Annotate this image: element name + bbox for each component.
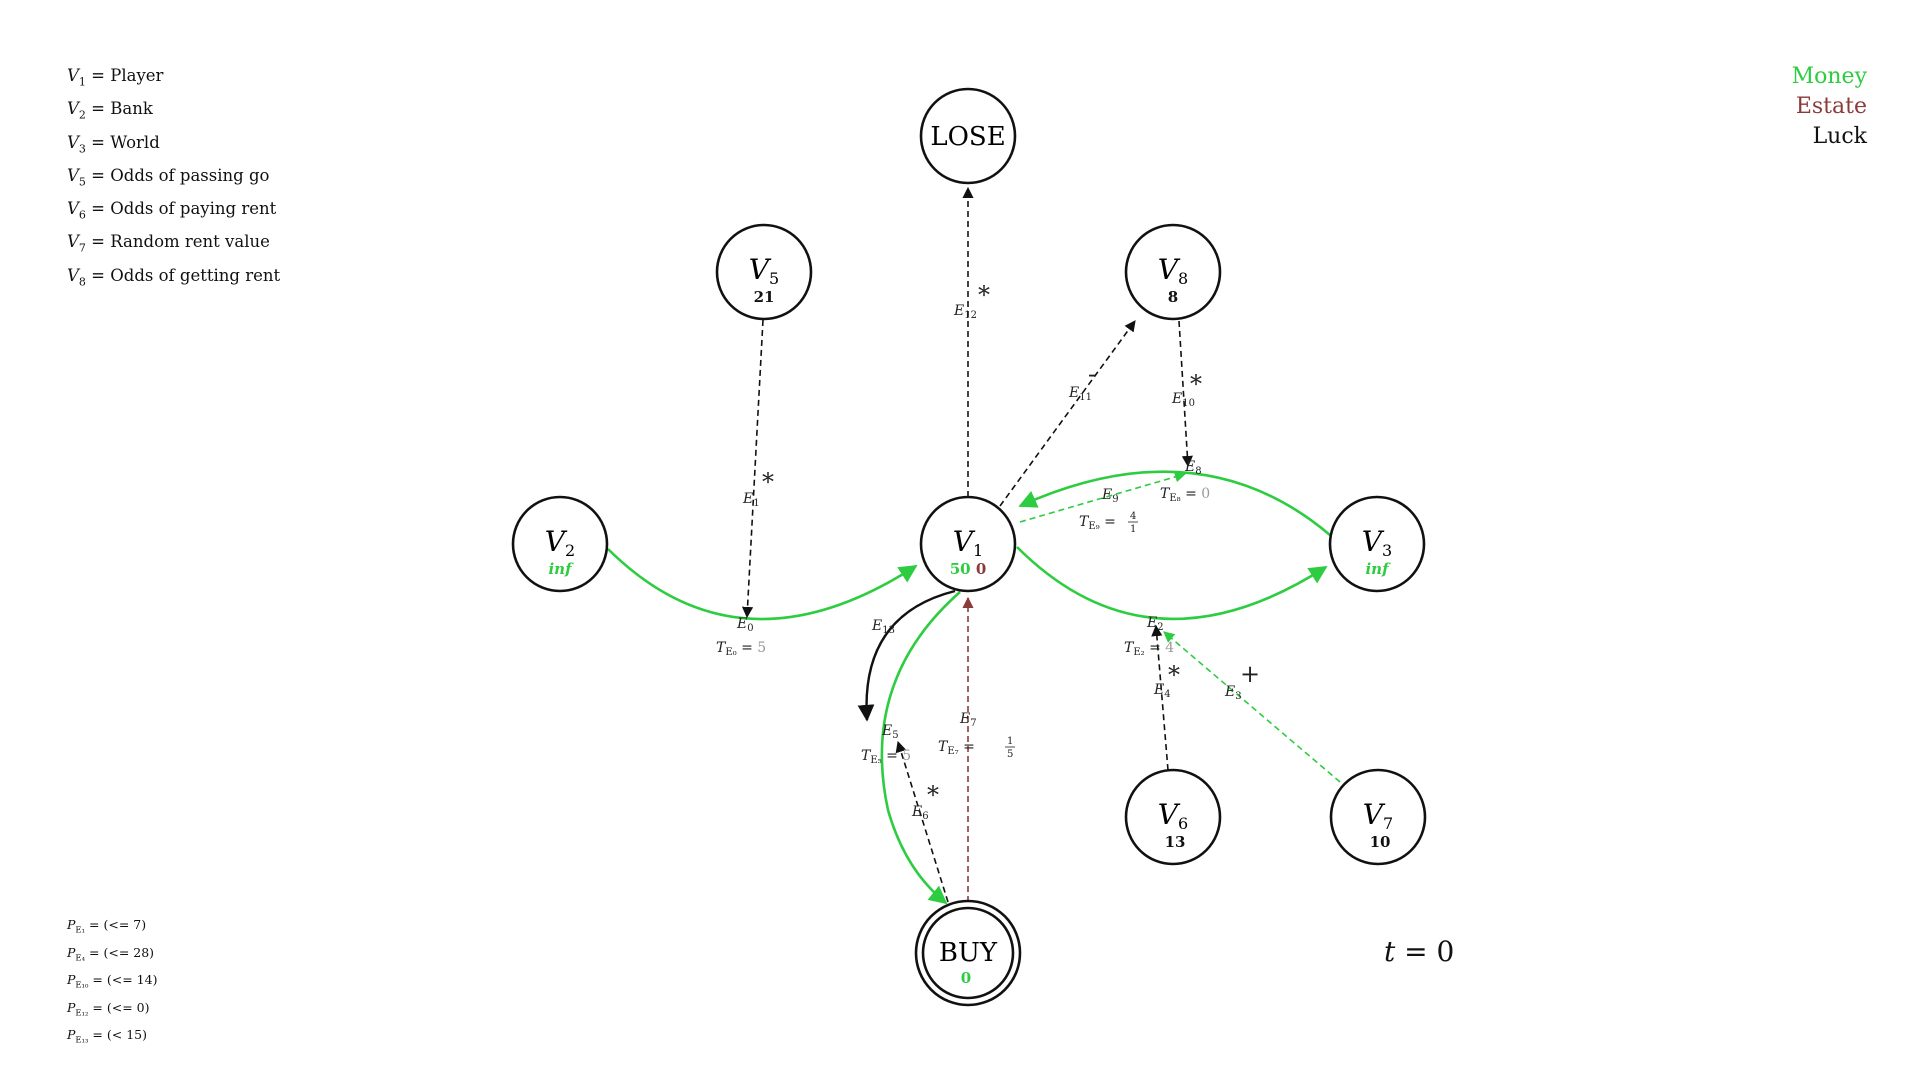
- probability-row: PE₁₂ = (<= 0): [67, 999, 150, 1019]
- timer-e0: TE₀ = 5: [716, 640, 766, 658]
- probability-row: PE₄ = (<= 28): [67, 944, 155, 964]
- edge-label-e12: E12: [953, 303, 977, 321]
- edge-e10[interactable]: [1178, 320, 1193, 468]
- node-v3[interactable]: V3 inf: [1328, 495, 1426, 593]
- timer-e7: TE₇ =: [938, 739, 975, 757]
- resource-estate: Estate: [1795, 94, 1867, 119]
- edge-e2[interactable]: [1016, 546, 1328, 621]
- node-v6-label: V6: [1158, 798, 1188, 833]
- edge-e8[interactable]: [1018, 470, 1331, 536]
- node-v2[interactable]: V2 inf: [511, 495, 609, 593]
- node-v6-value: 13: [1165, 833, 1186, 851]
- edge-label-e8: E8: [1184, 459, 1202, 477]
- edge-label-e0: E0: [736, 616, 754, 634]
- edge-e11[interactable]: [999, 320, 1136, 507]
- legend-row: V1 = Player: [67, 66, 164, 89]
- edge-label-e5: E5: [881, 723, 899, 741]
- probability-row: PE₁ = (<= 7): [67, 917, 147, 936]
- edge-label-e10: E10: [1171, 391, 1195, 409]
- node-lose-label: LOSE: [930, 122, 1005, 152]
- node-v8-label: V8: [1158, 253, 1188, 288]
- edge-e6[interactable]: [895, 740, 949, 903]
- legend-row: V5 = Odds of passing go: [67, 165, 270, 189]
- edge-label-e11: E11: [1068, 385, 1092, 403]
- resource-luck: Luck: [1812, 124, 1867, 149]
- node-buy[interactable]: BUY 0: [914, 899, 1022, 1007]
- variable-legend: V1 = Player V2 = Bank V3 = World V5 = Od…: [67, 62, 280, 295]
- mark-e1: *: [762, 468, 774, 496]
- edge-e4[interactable]: [1151, 624, 1169, 771]
- node-v7-value: 10: [1370, 833, 1391, 851]
- node-v5-value: 21: [754, 288, 775, 306]
- edge-label-e3: E3: [1224, 684, 1242, 702]
- timer-e8: TE₈ = 0: [1160, 486, 1210, 504]
- edge-label-e1: E1: [742, 491, 760, 509]
- edge-e3[interactable]: [1163, 631, 1341, 783]
- node-v1-label: V1: [953, 525, 983, 560]
- timer-e7-den: 5: [1007, 749, 1013, 760]
- edge-e9[interactable]: [1019, 471, 1187, 523]
- node-v8-value: 8: [1168, 288, 1178, 306]
- edge-e0[interactable]: [607, 548, 918, 621]
- node-lose[interactable]: LOSE: [919, 87, 1017, 185]
- edge-label-e4: E4: [1153, 682, 1171, 700]
- edge-e13[interactable]: [857, 589, 956, 722]
- legend-row: V2 = Bank: [67, 99, 153, 122]
- edge-e5[interactable]: [880, 591, 961, 905]
- node-v1-values: 50 0: [950, 560, 987, 578]
- legend-row: V6 = Odds of paying rent: [67, 199, 277, 222]
- edge-label-e9: E9: [1101, 487, 1119, 505]
- node-v8[interactable]: V8 8: [1124, 223, 1222, 321]
- edge-e1[interactable]: [741, 319, 764, 619]
- mark-e3: +: [1240, 660, 1260, 688]
- timer-e9-den: 1: [1130, 524, 1136, 535]
- mark-e12: *: [978, 281, 990, 309]
- edge-label-e13: E13: [871, 618, 895, 636]
- node-buy-label: BUY: [939, 938, 998, 968]
- mark-e10: *: [1190, 370, 1202, 398]
- legend-row: V3 = World: [67, 132, 160, 155]
- timer-e9: TE₉ =: [1079, 514, 1116, 532]
- timer-e5: TE₅ = 5: [861, 748, 911, 766]
- timer-e9-num: 4: [1130, 511, 1136, 522]
- node-v7[interactable]: V7 10: [1329, 768, 1427, 866]
- edge-label-e6: E6: [911, 804, 929, 822]
- mark-e11: -: [1088, 360, 1096, 388]
- node-v2-value: inf: [548, 560, 574, 578]
- resource-legend: Money Estate Luck: [1792, 62, 1867, 152]
- node-v5[interactable]: V5 21: [715, 223, 813, 321]
- mark-e4: *: [1168, 661, 1180, 689]
- node-v3-value: inf: [1365, 560, 1391, 578]
- edge-label-e2: E2: [1146, 615, 1164, 633]
- probability-row: PE₁₀ = (<= 14): [67, 972, 158, 991]
- node-buy-value: 0: [961, 969, 971, 987]
- node-v2-label: V2: [545, 525, 575, 560]
- time-display: t = 0: [1384, 935, 1455, 968]
- node-v5-label: V5: [749, 253, 779, 288]
- edge-label-e7: E7: [959, 711, 977, 729]
- resource-money: Money: [1791, 64, 1867, 89]
- timer-e2: TE₂ = 4: [1124, 640, 1174, 658]
- node-v7-label: V7: [1363, 798, 1393, 833]
- node-v1[interactable]: V1 50 0: [919, 495, 1017, 593]
- node-v3-label: V3: [1362, 525, 1392, 560]
- probability-conditions: PE₁ = (<= 7) PE₄ = (<= 28) PE₁₀ = (<= 14…: [67, 914, 157, 1052]
- legend-row: V7 = Random rent value: [67, 232, 270, 255]
- probability-row: PE₁₃ = (< 15): [67, 1027, 147, 1046]
- timer-e7-num: 1: [1007, 736, 1013, 747]
- mark-e6: *: [927, 781, 939, 809]
- node-v6[interactable]: V6 13: [1124, 768, 1222, 866]
- legend-row: V8 = Odds of getting rent: [67, 265, 281, 289]
